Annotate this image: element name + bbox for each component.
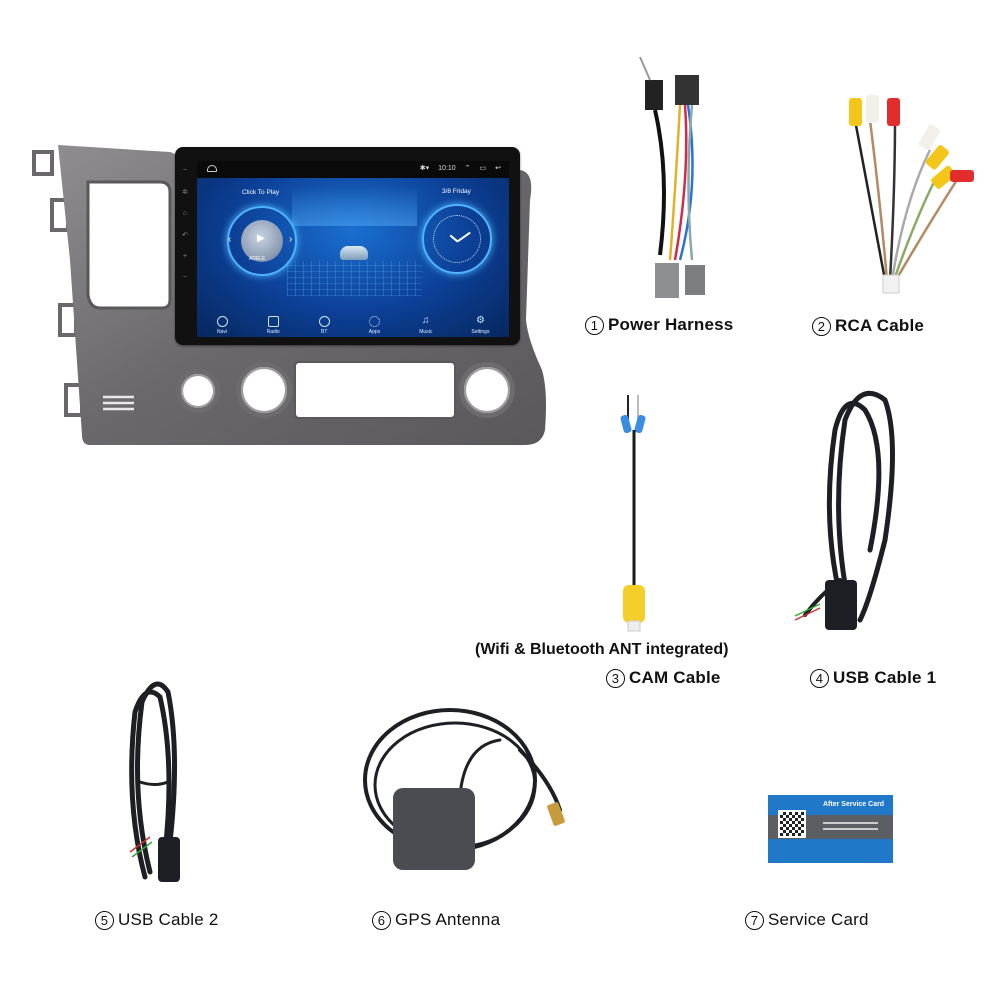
music-widget[interactable]: ▶ ADELE ‹ › bbox=[227, 206, 297, 276]
apps-grid-icon bbox=[369, 316, 380, 327]
next-icon[interactable]: › bbox=[289, 234, 293, 245]
expand-icon[interactable]: ⌃ bbox=[464, 165, 471, 172]
dock-item-radio[interactable]: Radio bbox=[267, 316, 280, 335]
analog-clock-icon bbox=[433, 215, 481, 263]
head-unit-screen: ✱▾ 10:10 ⌃ ▭ ↩ Click To Play 3/8 Friday … bbox=[197, 161, 509, 337]
app-dock: Navi Radio BT Apps ♫Music ⚙Settings bbox=[197, 316, 509, 335]
usb-cable-1-image bbox=[794, 390, 895, 630]
volume-down-key-icon[interactable]: − bbox=[182, 274, 188, 281]
back-key-icon[interactable]: ↶ bbox=[182, 232, 188, 239]
dock-item-settings[interactable]: ⚙Settings bbox=[471, 315, 490, 336]
play-icon[interactable]: ▶ bbox=[257, 233, 265, 244]
bluetooth-icon bbox=[318, 316, 330, 327]
rca-cable-image bbox=[849, 95, 974, 294]
music-note-icon: ♫ bbox=[422, 315, 430, 326]
music-widget-label: Click To Play bbox=[242, 189, 280, 196]
car-graphic bbox=[340, 246, 368, 260]
clock-widget[interactable] bbox=[422, 204, 492, 274]
clock: 10:10 bbox=[438, 164, 456, 172]
service-card-title: After Service Card bbox=[823, 801, 885, 808]
skyline-graphic bbox=[292, 186, 417, 226]
radio-icon bbox=[267, 316, 279, 327]
road-grid bbox=[287, 261, 422, 296]
gps-antenna-image bbox=[363, 708, 565, 870]
gear-icon: ⚙ bbox=[475, 315, 485, 326]
status-bar: ✱▾ 10:10 ⌃ ▭ ↩ bbox=[197, 161, 509, 178]
left-small-knob-hole bbox=[176, 369, 220, 413]
right-knob-hole bbox=[459, 362, 515, 418]
date-label: 3/8 Friday bbox=[442, 188, 471, 195]
contact-line bbox=[823, 822, 878, 824]
bluetooth-wifi-icon: ✱▾ bbox=[419, 165, 430, 172]
settings-key-icon[interactable]: ✲ bbox=[182, 189, 188, 196]
dock-item-bt[interactable]: BT bbox=[318, 316, 330, 335]
screen-frame: − ✲ ⌂ ↶ + − ✱▾ 10:10 ⌃ ▭ ↩ Click To Play bbox=[175, 147, 520, 345]
contact-line bbox=[823, 828, 878, 830]
dock-item-navi[interactable]: Navi bbox=[216, 316, 228, 335]
previous-icon[interactable]: ‹ bbox=[228, 234, 232, 245]
antenna-note: (Wifi & Bluetooth ANT integrated) bbox=[475, 641, 729, 658]
dock-item-apps[interactable]: Apps bbox=[369, 316, 380, 335]
home-key-icon[interactable]: ⌂ bbox=[182, 210, 188, 217]
side-keys: − ✲ ⌂ ↶ + − bbox=[179, 167, 191, 281]
usb-cable-2-image bbox=[129, 681, 180, 882]
left-large-knob-hole bbox=[236, 362, 292, 418]
cam-cable-image bbox=[620, 395, 646, 632]
album-art bbox=[241, 220, 283, 262]
power-key-icon[interactable]: − bbox=[182, 167, 188, 174]
power-harness-image bbox=[639, 56, 705, 298]
volume-up-key-icon[interactable]: + bbox=[182, 253, 188, 260]
location-pin-icon bbox=[216, 316, 228, 327]
home-icon[interactable] bbox=[207, 165, 217, 172]
service-card-image: After Service Card bbox=[768, 795, 893, 863]
back-icon[interactable]: ↩ bbox=[495, 165, 501, 172]
recent-apps-icon[interactable]: ▭ bbox=[479, 165, 487, 172]
album-text: ADELE bbox=[249, 256, 266, 262]
dock-item-music[interactable]: ♫Music bbox=[419, 315, 433, 336]
qr-code-icon bbox=[778, 810, 806, 838]
